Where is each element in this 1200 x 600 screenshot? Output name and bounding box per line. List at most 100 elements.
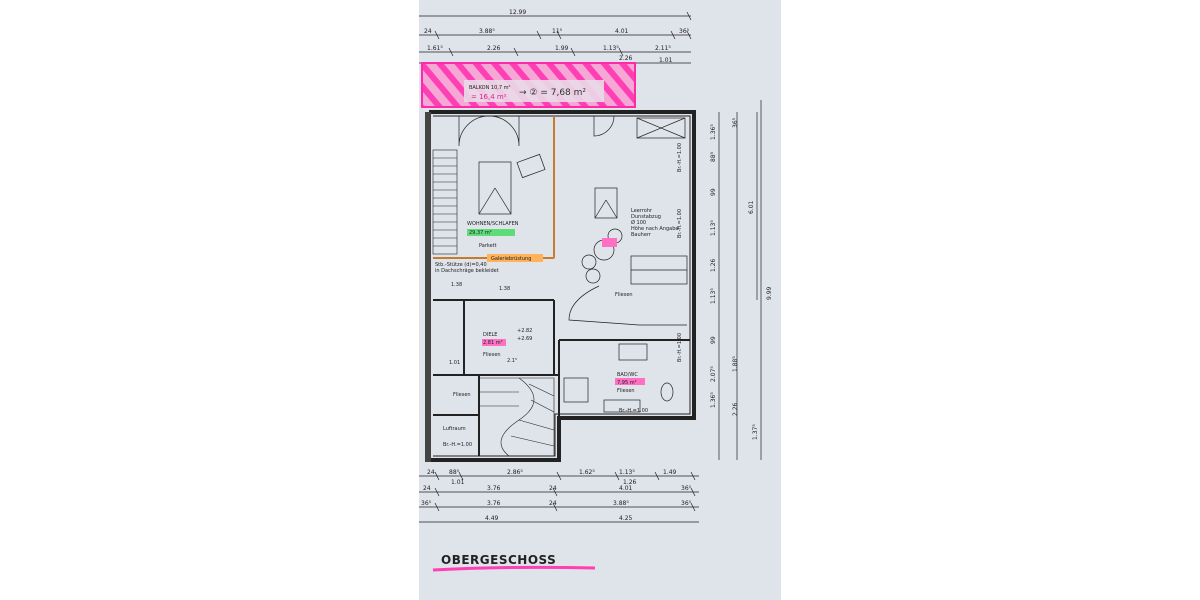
kitchen-marker bbox=[602, 238, 617, 247]
dim-top-2: 3.88⁵ bbox=[479, 28, 495, 35]
diele-height-2: +2.69 bbox=[517, 336, 532, 342]
floor-plan-sheet: 12.99 24 3.88⁵ 11⁵ 4.01 36⁵ 1.61⁵ 2.26 1… bbox=[419, 0, 781, 600]
dim-bot3-3: 24 bbox=[549, 485, 557, 492]
small-dim-1: 1.38 bbox=[451, 282, 462, 288]
dim-bot3-5: 36⁵ bbox=[681, 485, 692, 492]
outer-walls bbox=[429, 110, 696, 462]
dim-bot4-4: 3.88⁵ bbox=[613, 500, 629, 507]
dim-right-12: 2.26 bbox=[732, 402, 739, 416]
dim-bot5-1: 4.49 bbox=[485, 515, 499, 522]
dim-top-3: 11⁵ bbox=[552, 28, 563, 35]
dim-bot3-2: 3.76 bbox=[487, 485, 501, 492]
stairs-left bbox=[432, 149, 458, 255]
bad-name: BAD/WC bbox=[617, 372, 638, 378]
window-tag-3: Br.-H.=1.00 bbox=[677, 143, 683, 172]
dim-bot1-3: 2.86⁵ bbox=[507, 469, 523, 476]
window-tag-1: Br.-H.=1.00 bbox=[677, 209, 683, 238]
top-dimension-lines bbox=[419, 11, 692, 64]
balcony-doors bbox=[458, 115, 686, 147]
kitchen-note-2: Dunstabzug bbox=[631, 214, 661, 220]
kitchen-fixtures bbox=[568, 228, 688, 326]
dim-right-8: 99 bbox=[710, 336, 717, 344]
dim-bot3-1: 24 bbox=[423, 485, 431, 492]
small-dim-2: 1.38 bbox=[499, 286, 510, 292]
dim-overall: 12.99 bbox=[509, 9, 526, 16]
kitchen-note-5: Bauherr bbox=[631, 232, 652, 238]
wohnen-name: WOHNEN/SCHLAFEN bbox=[467, 221, 519, 227]
dim-right-13: 1.37⁵ bbox=[752, 424, 759, 440]
luftraum-window: Br.-H.=1.00 bbox=[443, 442, 472, 448]
stairs-winding bbox=[479, 377, 555, 457]
diele-height-1: +2.82 bbox=[517, 328, 532, 334]
kitchen-floor: Fliesen bbox=[615, 292, 633, 298]
window-tag-4: Br.-H.=1.00 bbox=[619, 408, 648, 414]
diele-floor: Fliesen bbox=[483, 352, 501, 358]
bad-area: 7,95 m² bbox=[617, 380, 637, 386]
dim-top-1: 24 bbox=[424, 28, 432, 35]
dim-right-6: 1.26 bbox=[710, 258, 717, 272]
left-wall bbox=[425, 112, 431, 462]
dim-top-5: 36⁵ bbox=[679, 28, 690, 35]
dim-top2-4: 1.13⁵ bbox=[603, 45, 619, 52]
dim-bot1-2: 88⁵ bbox=[449, 469, 460, 476]
kitchen-note-3: Ø 100 bbox=[631, 219, 646, 226]
dim-top2-2: 2.26 bbox=[487, 45, 501, 52]
small-dim-3: 1.01 bbox=[449, 360, 460, 366]
dim-right-outer: 9.99 bbox=[766, 286, 773, 300]
flur-floor: Fliesen bbox=[453, 392, 471, 398]
dim-top3-2: 1.01 bbox=[659, 57, 673, 64]
bad-area-bg bbox=[615, 378, 645, 385]
dim-bot1-6: 1.49 bbox=[663, 469, 677, 476]
balcony-note: = 16,4 m² bbox=[471, 93, 507, 101]
dim-top3-1: 2.26 bbox=[619, 55, 633, 62]
dim-bot2-2: 1.26 bbox=[623, 479, 637, 486]
galerie-label: Galeriebrüstung bbox=[491, 256, 531, 262]
dim-top2-5: 2.11⁵ bbox=[655, 45, 671, 52]
dim-right-5: 1.13⁵ bbox=[710, 220, 717, 236]
galerie-rail bbox=[433, 116, 555, 259]
dim-bot4-5: 36⁵ bbox=[681, 500, 692, 507]
dim-right-3: 88⁵ bbox=[710, 151, 717, 162]
dim-bot5-2: 4.25 bbox=[619, 515, 633, 522]
balcony-calc: → ② = 7,68 m² bbox=[519, 88, 586, 98]
balcony-label-bg bbox=[464, 80, 604, 102]
interior-walls bbox=[433, 116, 690, 456]
wohnen-area: 29,37 m² bbox=[469, 230, 492, 236]
bottom-dimension-lines bbox=[419, 471, 699, 523]
diele-area: 2,81 m² bbox=[483, 340, 503, 346]
dim-bot3-4: 4.01 bbox=[619, 485, 633, 492]
small-dim-4: 2.1⁵ bbox=[507, 358, 517, 364]
luftraum-label: Luftraum bbox=[443, 426, 466, 432]
diele-name: DIELE bbox=[483, 332, 497, 338]
dim-right-4: 99 bbox=[710, 188, 717, 196]
kitchen-note-1: Leerrohr bbox=[631, 208, 653, 214]
dim-right-mid: 6.01 bbox=[748, 200, 755, 214]
dim-bot1-4: 1.62⁵ bbox=[579, 469, 595, 476]
dim-right-10: 1.36⁵ bbox=[710, 392, 717, 408]
dim-right-11: 1.88⁵ bbox=[732, 356, 739, 372]
dim-bot1-5: 1.13⁵ bbox=[619, 469, 635, 476]
kitchen-note-4: Höhe nach Angabe bbox=[631, 226, 678, 232]
bath-fixtures bbox=[563, 343, 674, 413]
dim-top2-3: 1.99 bbox=[555, 45, 569, 52]
dim-right-1: 36⁵ bbox=[732, 117, 739, 128]
diele-area-bg bbox=[482, 339, 506, 346]
dim-right-7: 1.13⁵ bbox=[710, 288, 717, 304]
window-tag-2: Br.-H.=1.00 bbox=[677, 333, 683, 362]
balcony-label: BALKON 10,7 m² bbox=[469, 85, 511, 91]
title-underline bbox=[432, 565, 596, 572]
dim-bot1-1: 24 bbox=[427, 469, 435, 476]
stair-note-1: Stb.-Stütze (d)=0,40 bbox=[435, 262, 487, 268]
wohnen-area-bg bbox=[467, 229, 515, 236]
stair-note-2: in Dachschräge bekleidet bbox=[435, 268, 499, 274]
dim-top2-1: 1.61⁵ bbox=[427, 45, 443, 52]
skylights bbox=[478, 153, 618, 219]
dim-bot2-1: 1.01 bbox=[451, 479, 465, 486]
wohnen-floor: Parkett bbox=[479, 243, 497, 249]
dim-right-9: 2.07⁵ bbox=[710, 366, 717, 382]
bad-floor: Fliesen bbox=[617, 388, 635, 394]
galerie-label-bg bbox=[487, 254, 543, 262]
dim-bot4-2: 3.76 bbox=[487, 500, 501, 507]
dim-bot4-1: 36⁵ bbox=[421, 500, 432, 507]
dim-top-4: 4.01 bbox=[615, 28, 629, 35]
